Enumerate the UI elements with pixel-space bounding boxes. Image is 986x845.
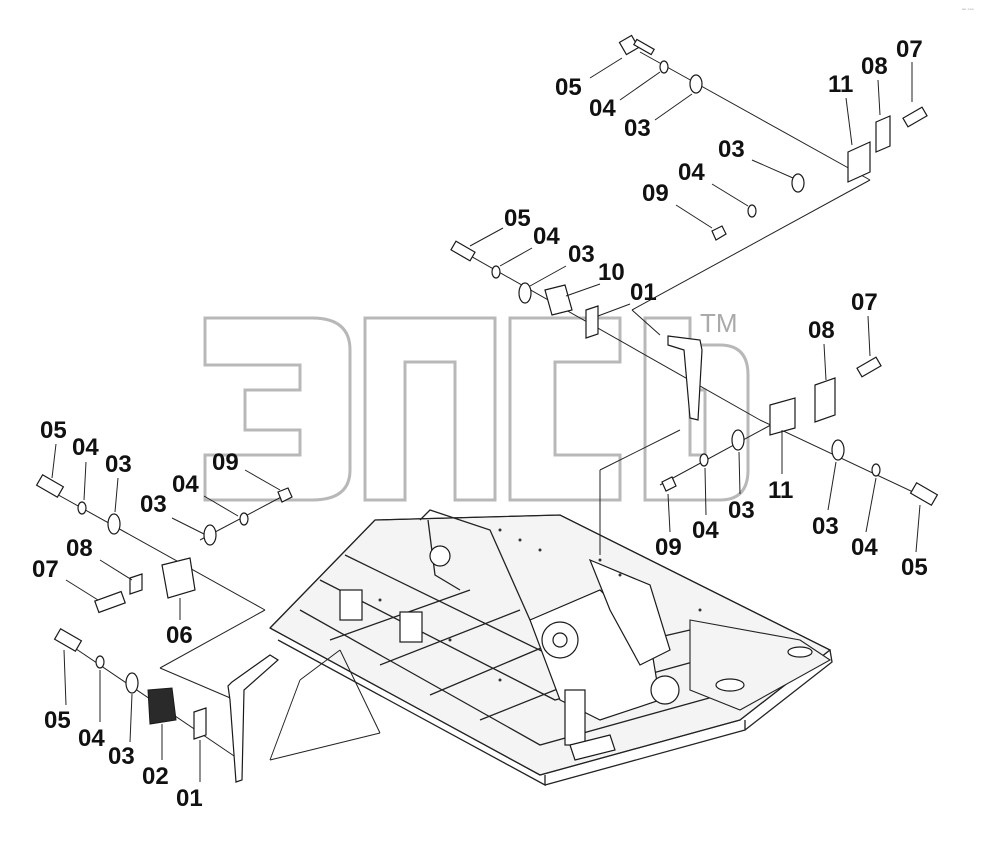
corner-tag: ᵃᵉ ᵒᵒᵒ — [962, 8, 974, 14]
callout-04l: 04 — [72, 434, 99, 461]
handrail-bar-left — [227, 654, 280, 783]
chassis-frame — [269, 509, 833, 787]
callout-08l: 08 — [66, 535, 93, 562]
callout-07: 07 — [896, 36, 923, 63]
washer-03-right-b — [831, 439, 845, 461]
bracket-06 — [161, 557, 196, 599]
callout-03r2: 03 — [812, 513, 839, 540]
bolt-07-right — [856, 356, 882, 378]
callout-08r: 08 — [808, 317, 835, 344]
callout-03r: 03 — [728, 497, 755, 524]
pad-08-left — [129, 573, 143, 595]
lockwasher-04-right-b — [871, 463, 881, 477]
bracket-11-top — [847, 141, 871, 183]
washer-03-top — [689, 74, 703, 94]
lockwasher-04-center — [491, 265, 501, 279]
callout-04r: 04 — [692, 517, 719, 544]
lockwasher-04-mid — [747, 204, 757, 218]
bracket-10 — [544, 284, 573, 316]
callout-11r: 11 — [768, 477, 793, 504]
washer-03-bottom — [125, 672, 139, 694]
plate-01-bottom — [193, 707, 207, 740]
callout-04bl: 04 — [78, 725, 105, 752]
callout-03bl: 03 — [108, 743, 135, 770]
watermark-tm: TM — [700, 308, 738, 338]
pad-08-top — [875, 115, 891, 153]
callout-07r: 07 — [851, 289, 878, 316]
nut-09-top — [711, 225, 727, 241]
callout-09: 09 — [642, 180, 669, 207]
callout-03b: 03 — [718, 136, 745, 163]
callout-05: 05 — [555, 74, 582, 101]
lockwasher-04-bottom — [95, 655, 105, 669]
callout-02: 02 — [142, 763, 169, 790]
pad-02 — [147, 687, 177, 725]
bolt-05-center — [450, 240, 476, 262]
callout-03l2: 03 — [140, 491, 167, 518]
callout-04r2: 04 — [851, 534, 878, 561]
bolt-05-left — [35, 473, 65, 499]
callout-07l: 07 — [32, 556, 59, 583]
callout-05c: 05 — [504, 205, 531, 232]
callout-04c: 04 — [533, 223, 560, 250]
assembly-lines — [43, 51, 931, 761]
hardware-parts — [35, 34, 939, 783]
bolt-05-right — [909, 481, 939, 507]
bolt-07-top — [902, 106, 928, 128]
plate-01-center — [585, 305, 599, 339]
callout-04: 04 — [589, 95, 616, 122]
washer-03-left-b — [203, 524, 217, 546]
nut-09-right — [661, 476, 677, 492]
callout-labels: 05 04 03 07 08 11 03 04 09 05 04 03 — [32, 36, 928, 812]
callout-05r: 05 — [901, 554, 928, 581]
washer-03-mid — [791, 173, 805, 193]
bracket-11-right — [769, 397, 796, 436]
lockwasher-04-top — [659, 60, 669, 74]
washer-03-right-a — [731, 429, 745, 451]
callout-06: 06 — [166, 622, 193, 649]
lockwasher-04-left — [77, 501, 87, 515]
callout-03c: 03 — [568, 241, 595, 268]
callout-04l2: 04 — [172, 471, 199, 498]
handrail-bar-center — [667, 335, 703, 421]
callout-04b: 04 — [678, 159, 705, 186]
callout-01bl: 01 — [176, 785, 203, 812]
bolt-05-bottom — [53, 627, 83, 653]
lockwasher-04-right-a — [699, 453, 709, 467]
callout-09r: 09 — [655, 534, 682, 561]
pad-08-right — [814, 377, 836, 423]
washer-03-left-a — [107, 513, 121, 535]
callout-05l: 05 — [40, 417, 67, 444]
callout-03: 03 — [624, 115, 651, 142]
watermark-logo: TM — [203, 308, 750, 502]
callout-09l: 09 — [212, 449, 239, 476]
washer-03-center — [518, 282, 532, 304]
nut-09-left — [277, 487, 293, 503]
callout-03l: 03 — [105, 451, 132, 478]
bolt-07-left — [94, 590, 126, 614]
callout-11: 11 — [828, 71, 853, 98]
bolt-05-top — [618, 34, 655, 56]
callout-08: 08 — [861, 53, 888, 80]
callout-01c: 01 — [630, 279, 657, 306]
callout-10: 10 — [598, 259, 625, 286]
callout-05b: 05 — [44, 707, 71, 734]
lockwasher-04-left-b — [239, 512, 249, 526]
